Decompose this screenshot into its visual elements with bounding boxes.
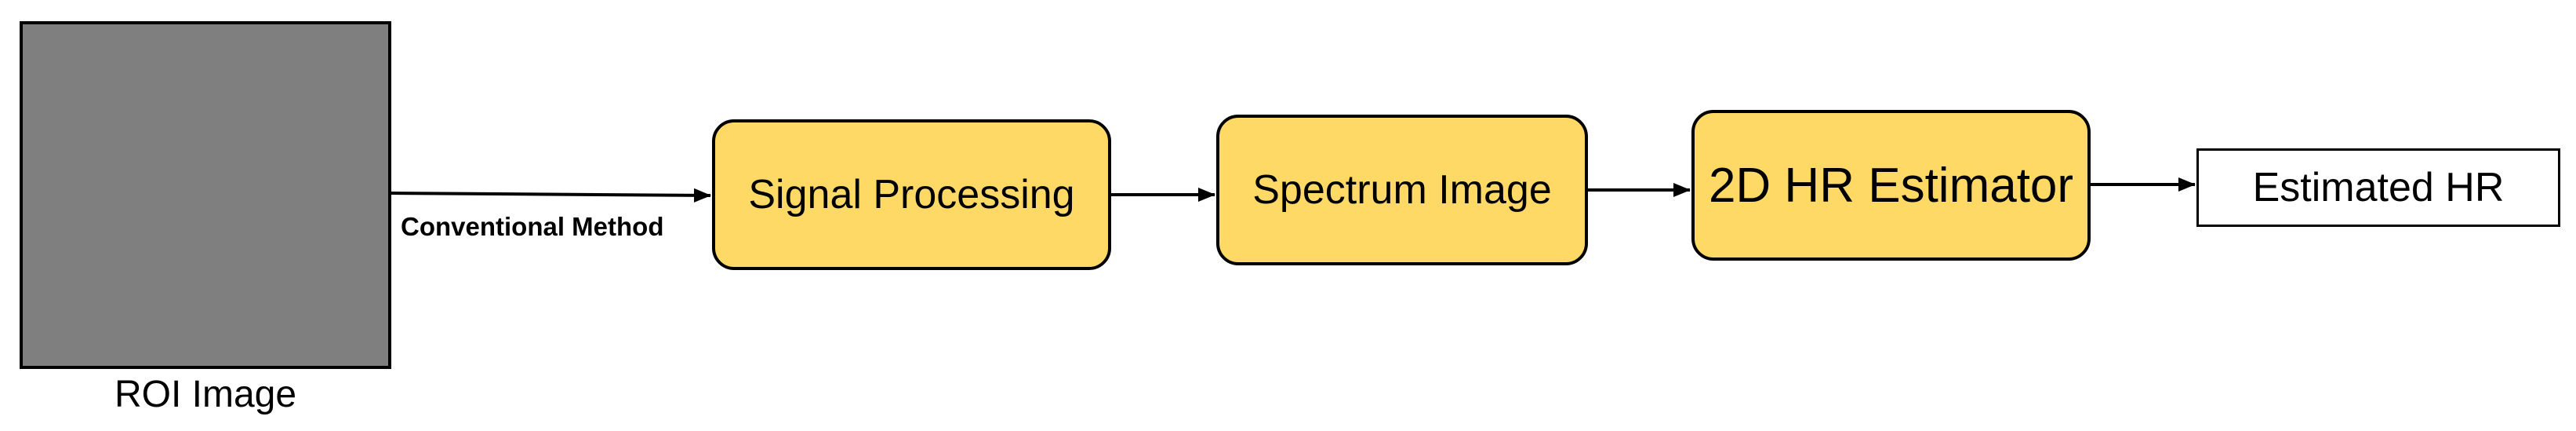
conventional-method-label: Conventional Method xyxy=(401,212,664,241)
arrow-roi-to-signal xyxy=(391,188,711,203)
signal-processing-label: Signal Processing xyxy=(748,172,1075,217)
signal-processing-block: Signal Processing xyxy=(712,119,1111,270)
spectrum-image-label: Spectrum Image xyxy=(1252,167,1552,213)
roi-image-label: ROI Image xyxy=(114,374,297,415)
hr-estimator-block: 2D HR Estimator xyxy=(1691,110,2091,261)
hr-estimator-label: 2D HR Estimator xyxy=(1708,158,2074,213)
roi-image-placeholder xyxy=(20,21,391,369)
estimated-hr-label: Estimated HR xyxy=(2252,165,2505,210)
spectrum-image-block: Spectrum Image xyxy=(1216,115,1588,265)
estimated-hr-box: Estimated HR xyxy=(2196,148,2560,227)
